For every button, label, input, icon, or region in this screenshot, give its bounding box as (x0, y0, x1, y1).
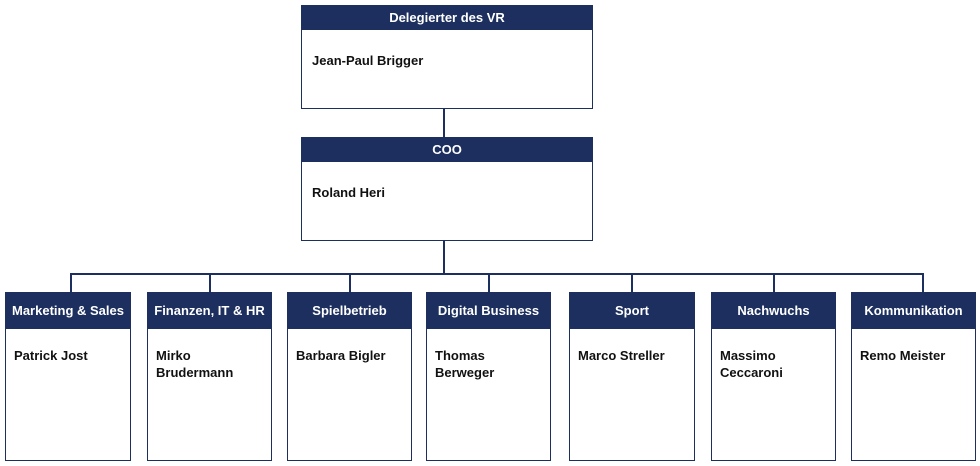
connector-vr-coo (443, 108, 445, 137)
org-box-kommunikation: Kommunikation Remo Meister (851, 292, 976, 461)
org-box-title: Spielbetrieb (288, 293, 411, 329)
org-box-title: COO (302, 138, 592, 162)
org-box-title: Nachwuchs (712, 293, 835, 329)
connector-horizontal-bus (70, 273, 923, 275)
connector-drop-4 (488, 273, 490, 293)
org-box-person: Barbara Bigler (296, 348, 386, 363)
org-box-nachwuchs: Nachwuchs Massimo Ceccaroni (711, 292, 836, 461)
org-box-coo: COO Roland Heri (301, 137, 593, 241)
org-box-finanzen-it-hr: Finanzen, IT & HR Mirko Brudermann (147, 292, 272, 461)
org-box-title: Delegierter des VR (302, 6, 592, 30)
org-box-person: Roland Heri (312, 185, 385, 200)
org-box-title: Digital Business (427, 293, 550, 329)
connector-drop-1 (70, 273, 72, 293)
org-box-title: Sport (570, 293, 694, 329)
org-box-digital-business: Digital Business Thomas Berweger (426, 292, 551, 461)
org-box-person: Thomas Berweger (435, 348, 495, 380)
connector-drop-5 (631, 273, 633, 293)
org-box-person: Jean-Paul Brigger (312, 53, 424, 68)
org-box-marketing-sales: Marketing & Sales Patrick Jost (5, 292, 131, 461)
org-box-person: Remo Meister (860, 348, 946, 363)
org-box-person: Patrick Jost (14, 348, 88, 363)
org-box-title: Marketing & Sales (6, 293, 130, 329)
connector-coo-bus (443, 240, 445, 274)
connector-drop-7 (922, 273, 924, 293)
org-box-person: Mirko Brudermann (156, 348, 234, 380)
org-box-title: Kommunikation (852, 293, 975, 329)
org-box-delegierter: Delegierter des VR Jean-Paul Brigger (301, 5, 593, 109)
org-box-title: Finanzen, IT & HR (148, 293, 271, 329)
org-box-sport: Sport Marco Streller (569, 292, 695, 461)
org-box-person: Marco Streller (578, 348, 665, 363)
org-box-person: Massimo Ceccaroni (720, 348, 783, 380)
connector-drop-6 (773, 273, 775, 293)
connector-drop-2 (209, 273, 211, 293)
connector-drop-3 (349, 273, 351, 293)
org-box-spielbetrieb: Spielbetrieb Barbara Bigler (287, 292, 412, 461)
